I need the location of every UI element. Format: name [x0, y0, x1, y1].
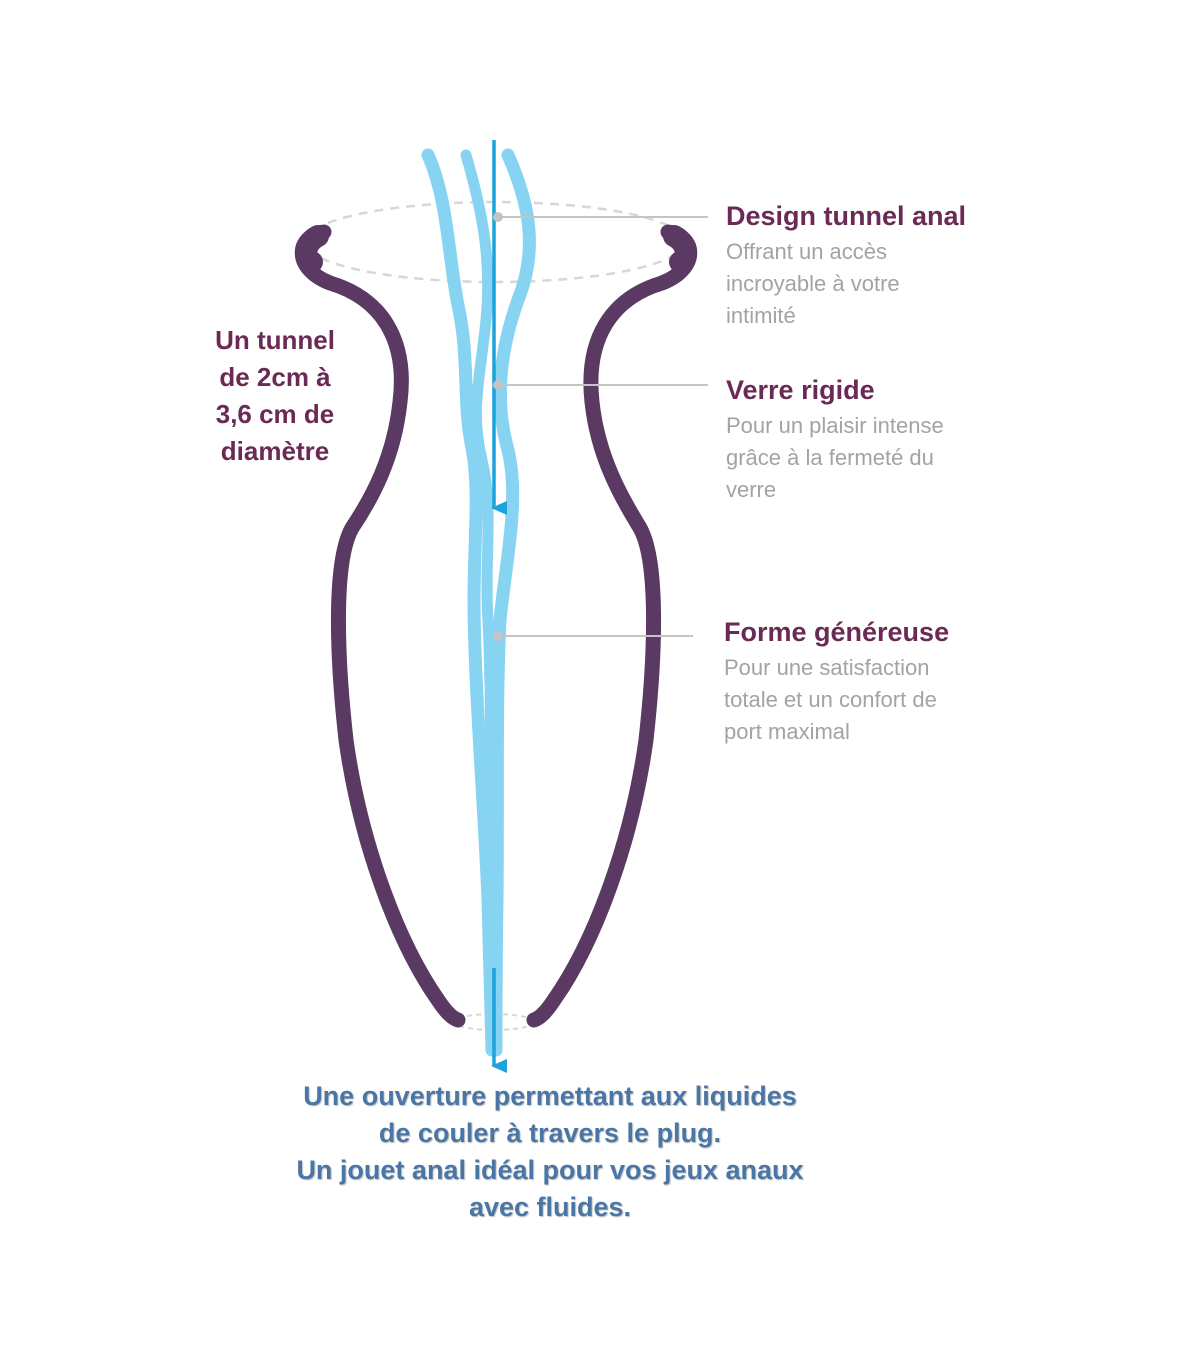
- plug-wall-right: [526, 224, 698, 1028]
- callout-desc-design: Offrant un accès incroyable à votre inti…: [726, 239, 900, 328]
- plug-wall-left: [294, 224, 466, 1028]
- callout-desc-forme: Pour une satisfaction totale et un confo…: [724, 655, 937, 744]
- leader-dot-1: [493, 212, 503, 222]
- plug-wall-right-tip: [663, 225, 697, 273]
- tunnel-diameter-note: Un tunnel de 2cm à 3,6 cm de diamètre: [215, 325, 335, 466]
- leader-line-1: [493, 212, 708, 222]
- leader-dot-2: [493, 380, 503, 390]
- callout-title-forme: Forme généreuse: [724, 617, 950, 647]
- plug-wall-left-tip: [295, 225, 329, 273]
- leader-dot-3: [493, 631, 503, 641]
- callout-desc-verre: Pour un plaisir intense grâce à la ferme…: [726, 413, 944, 502]
- bottom-caption: Une ouverture permettant aux liquides de…: [296, 1081, 804, 1222]
- callout-title-design: Design tunnel anal: [726, 201, 967, 231]
- flow-stream-right: [489, 148, 536, 1057]
- leader-line-2: [493, 380, 708, 390]
- callout-title-verre: Verre rigide: [726, 375, 875, 405]
- leader-line-3: [493, 631, 693, 641]
